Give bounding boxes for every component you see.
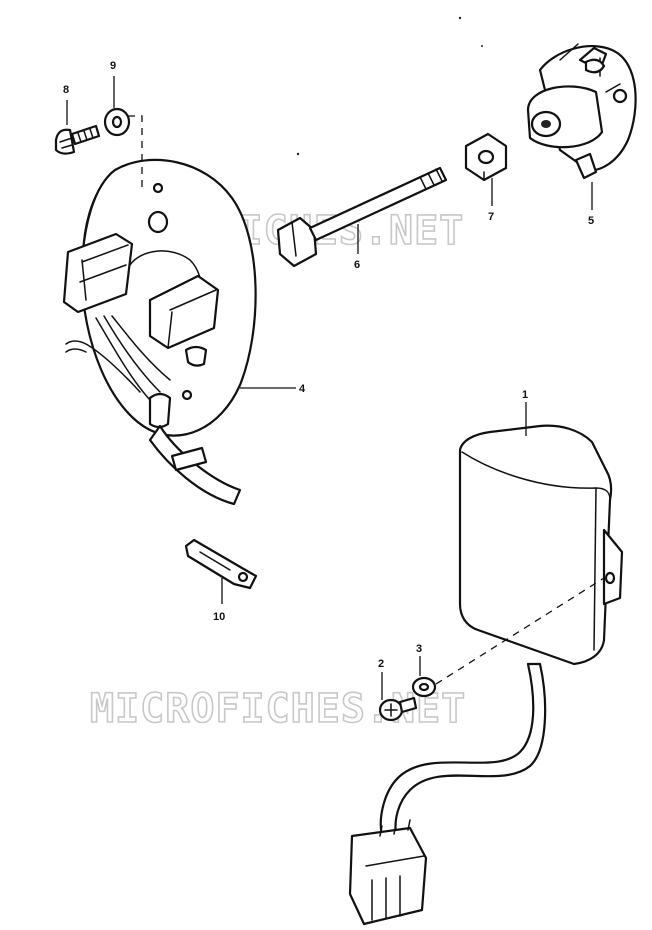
part-1-ignitor-unit: [348, 424, 624, 926]
part-2-screw: [378, 696, 418, 722]
leader-9-dashed: [128, 115, 143, 188]
part-5-governor: [526, 43, 637, 180]
callout-2: 2: [378, 658, 384, 670]
callout-3: 3: [416, 643, 422, 655]
part-8-screw: [54, 124, 101, 155]
callout-7: 7: [488, 211, 494, 223]
callout-5: 5: [588, 215, 594, 227]
callout-8: 8: [63, 84, 69, 96]
callout-4: 4: [299, 383, 306, 395]
callout-6: 6: [354, 259, 360, 271]
callout-9: 9: [110, 60, 116, 72]
part-6-bolt: [276, 166, 448, 268]
part-3-washer: [411, 676, 437, 698]
callout-10: 10: [213, 611, 225, 623]
callout-1: 1: [522, 389, 528, 401]
part-4-stator-plate: [62, 158, 257, 506]
part-10-bracket: [184, 538, 258, 590]
part-9-washer: [103, 107, 131, 137]
part-7-nut: [464, 132, 508, 182]
